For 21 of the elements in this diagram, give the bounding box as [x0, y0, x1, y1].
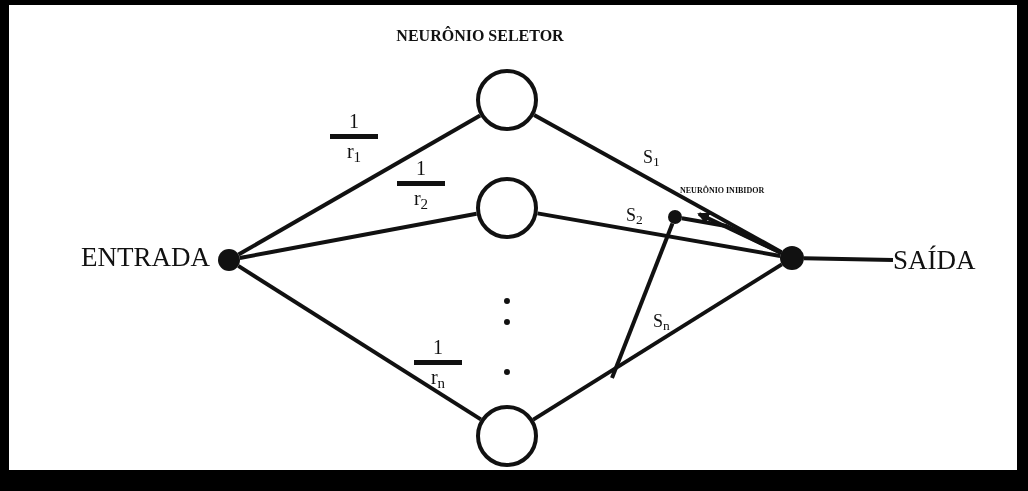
edge-label: S$_{n}$: [652, 312, 671, 330]
connector-line: [239, 211, 477, 260]
arrow: [697, 212, 782, 255]
edge-label: S$_{2}$: [625, 206, 644, 224]
fraction-denominator: r$_{n}$: [430, 367, 446, 387]
output-label: SAÍDA: [893, 244, 1003, 276]
fraction-denominator: r$_{2}$: [413, 188, 429, 208]
node-caption: ENTRADA: [80, 244, 210, 271]
node-caption: NEURÔNIO SELETOR: [395, 28, 565, 44]
fraction-numerator: 1: [433, 337, 443, 357]
fraction-denominator: r$_{1}$: [346, 141, 362, 161]
fraction-numerator: 1: [349, 111, 359, 131]
connector-line: [533, 113, 783, 254]
node-caption: NEURÔNIO INIBIDOR: [680, 187, 766, 195]
connector-line: [537, 211, 781, 258]
connector-line: [610, 222, 675, 379]
edge-label: S$_{1}$: [642, 148, 661, 166]
connector-line: [803, 256, 894, 262]
connector-line: [237, 264, 482, 422]
connector-line: [532, 262, 783, 422]
fraction-numerator: 1: [416, 158, 426, 178]
